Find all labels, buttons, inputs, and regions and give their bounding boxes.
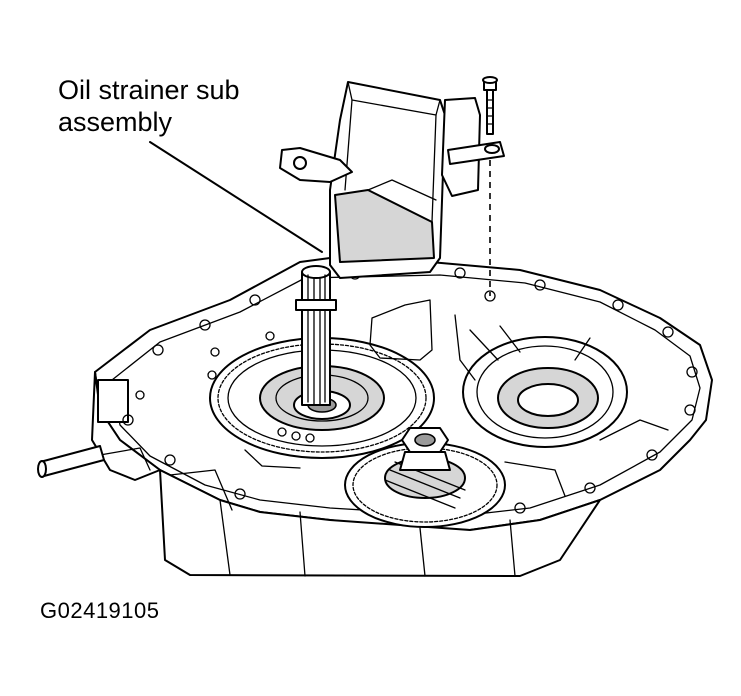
callout-line-1: Oil strainer sub: [58, 75, 240, 105]
callout-leader-line: [149, 141, 323, 253]
strainer-bolt: [482, 76, 498, 135]
oil-strainer: [279, 81, 505, 279]
figure-code: G02419105: [40, 598, 160, 623]
callout-line-2: assembly: [58, 107, 173, 137]
counter-gear: [344, 427, 506, 528]
strainer-callout-label: Oil strainer sub assembly: [58, 74, 240, 138]
differential-bore: [462, 325, 628, 448]
bolt-hole: [484, 290, 496, 302]
intermediate-shaft: [295, 265, 337, 406]
case-ribs: [169, 299, 669, 511]
flange-bolt-holes: [122, 267, 698, 514]
output-shaft-stub: [37, 445, 105, 478]
